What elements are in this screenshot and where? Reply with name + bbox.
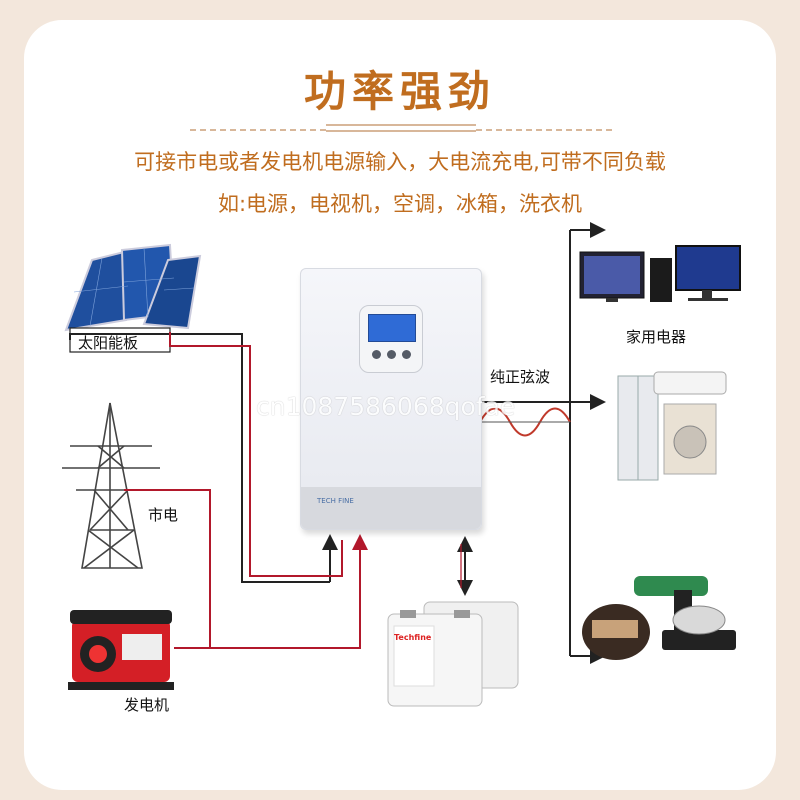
subtitle-line-2: 如:电源，电视机，空调，冰箱，洗衣机 — [217, 192, 583, 216]
solar-label: 太阳能板 — [78, 334, 139, 352]
lcd-screen — [368, 314, 416, 342]
product-card: 功率强劲 可接市电或者发电机电源输入，大电流充电,可带不同负载 如:电源，电视机… — [24, 20, 776, 790]
watermark: cn1087586068qofae — [256, 392, 516, 421]
rice-cooker-icon — [582, 604, 650, 660]
fridge-icon — [617, 375, 659, 481]
appliances-label: 家用电器 — [626, 328, 687, 346]
inverter-base — [301, 487, 481, 529]
title-divider-left — [190, 129, 326, 131]
induction-cooker-icon — [662, 605, 736, 650]
inverter-logo: TECH FINE — [317, 497, 354, 505]
inverter-unit: TECH FINE — [300, 268, 482, 530]
generator-icon — [68, 610, 174, 690]
sine-wave-icon — [479, 407, 571, 437]
battery-icon — [387, 601, 519, 707]
control-panel — [359, 305, 423, 373]
title-divider-center — [326, 124, 476, 132]
wiring-diagram: Techfine — [62, 222, 741, 707]
subtitle-line-1: 可接市电或者发电机电源输入，大电流充电,可带不同负载 — [134, 150, 666, 174]
solar-panel-icon — [64, 243, 202, 332]
wave-label: 纯正弦波 — [490, 368, 551, 386]
washing-machine-icon — [663, 403, 717, 475]
generator-label: 发电机 — [124, 696, 170, 714]
panel-button — [372, 350, 381, 359]
battery-brand: Techfine — [394, 633, 432, 642]
tv-icon — [579, 245, 741, 302]
panel-button — [387, 350, 396, 359]
panel-button — [402, 350, 411, 359]
power-pylon-icon — [62, 402, 160, 569]
grid-label: 市电 — [148, 506, 179, 524]
page-title: 功率强劲 — [303, 67, 496, 116]
air-conditioner-icon — [653, 371, 727, 395]
title-divider-right — [476, 129, 612, 131]
